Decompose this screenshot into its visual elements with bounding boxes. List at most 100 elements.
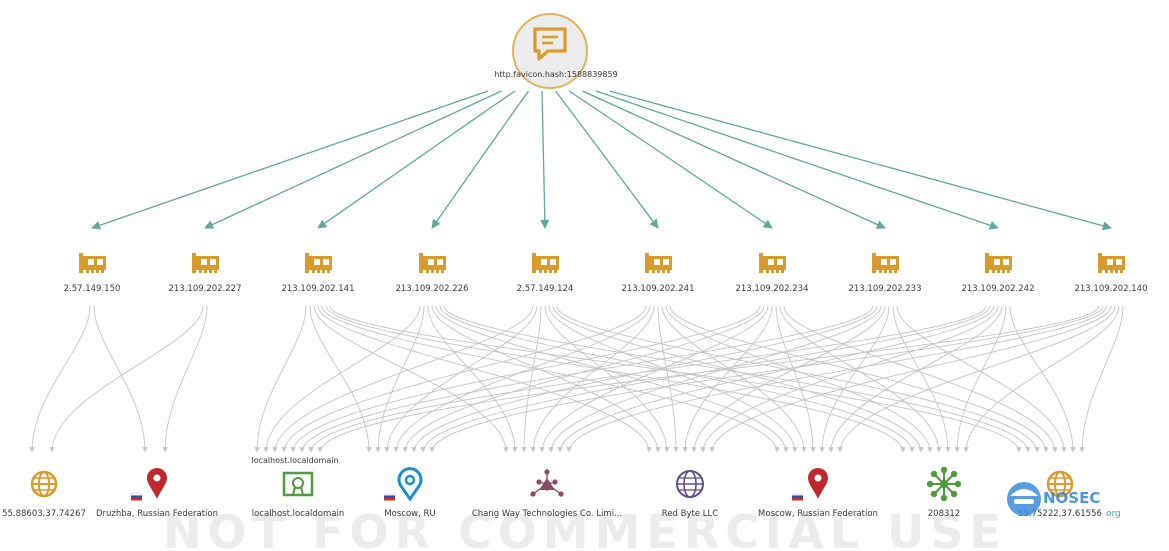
entity-edge bbox=[682, 305, 773, 453]
entity-edge bbox=[317, 305, 652, 453]
entity-edge bbox=[402, 305, 765, 453]
entity-edge bbox=[819, 305, 890, 453]
ip-node[interactable]: 213.109.202.226 bbox=[395, 253, 469, 294]
ip-label: 213.109.202.226 bbox=[395, 284, 468, 294]
entity-edge bbox=[691, 305, 886, 453]
entity-label: 55.75222,37.61556 bbox=[1018, 509, 1102, 519]
entity-edge bbox=[837, 305, 1116, 453]
ip-label: 213.109.202.140 bbox=[1074, 284, 1147, 294]
entity-node-layer: 55.88603,37.74267 Druzhba, Russian Federa… bbox=[2, 466, 1102, 519]
ip-node[interactable]: 213.109.202.241 bbox=[621, 253, 695, 294]
root-edge bbox=[317, 90, 516, 229]
hacker-hat-icon bbox=[1007, 482, 1041, 516]
entity-edge bbox=[530, 305, 655, 453]
root-label: http.favicon.hash:1588839859 bbox=[494, 70, 617, 79]
entity-edge bbox=[49, 305, 204, 453]
entity-edge bbox=[427, 305, 518, 453]
entity-node[interactable]: Moscow, RU bbox=[383, 467, 436, 519]
entity-edge bbox=[669, 305, 1049, 453]
entity-edge bbox=[700, 305, 999, 453]
ip-label: 2.57.149.124 bbox=[517, 284, 574, 294]
ip-node[interactable]: 213.109.202.234 bbox=[735, 253, 809, 294]
entity-edge bbox=[325, 305, 906, 453]
entity-label: 208312 bbox=[928, 509, 960, 519]
isp-globe-icon bbox=[676, 470, 704, 498]
entity-edge bbox=[963, 305, 1120, 453]
entity-node[interactable]: localhost.localdomain bbox=[252, 471, 345, 519]
ip-label: 213.109.202.233 bbox=[848, 284, 921, 294]
entity-edge bbox=[709, 305, 1112, 453]
network-card-icon bbox=[759, 253, 786, 273]
entity-edge bbox=[411, 305, 878, 453]
nosec-logo: NOSEC org bbox=[1007, 482, 1121, 519]
entity-edge bbox=[29, 305, 91, 453]
entity-edge bbox=[892, 305, 951, 453]
root-edge bbox=[91, 90, 489, 230]
ip-node[interactable]: 213.109.202.141 bbox=[281, 253, 355, 294]
ip-node[interactable]: 213.109.202.140 bbox=[1074, 253, 1148, 294]
logo-title: NOSEC bbox=[1043, 489, 1100, 507]
map-pin-icon bbox=[808, 468, 828, 499]
entity-label: Moscow, Russian Federation bbox=[758, 509, 878, 519]
entity-node[interactable]: Moscow, Russian Federation bbox=[758, 468, 878, 519]
entity-edge bbox=[779, 305, 942, 453]
speech-bubble-icon bbox=[533, 27, 567, 61]
entity-label: Chang Way Technologies Co. Limi... bbox=[472, 509, 622, 519]
asn-network-icon bbox=[926, 466, 962, 502]
root-edge bbox=[204, 90, 502, 229]
entity-node[interactable]: Chang Way Technologies Co. Limi... bbox=[472, 469, 622, 519]
ip-node[interactable]: 213.109.202.227 bbox=[168, 253, 242, 294]
network-card-icon bbox=[532, 253, 559, 273]
entity-edge bbox=[308, 305, 987, 453]
entity-edge bbox=[429, 305, 1104, 453]
map-pin-icon bbox=[147, 468, 167, 499]
ip-label: 213.109.202.242 bbox=[961, 284, 1034, 294]
entity-edge bbox=[329, 305, 1022, 453]
root-edge bbox=[540, 90, 550, 229]
root-edge bbox=[609, 90, 1112, 231]
entity-edge bbox=[566, 305, 1108, 453]
entity-node[interactable]: 208312 bbox=[926, 466, 962, 519]
ip-to-entity-edges bbox=[29, 305, 1124, 453]
entity-edge bbox=[254, 305, 307, 453]
entity-edge bbox=[657, 305, 679, 453]
entity-edge bbox=[954, 305, 1007, 453]
entity-node[interactable]: 55.75222,37.61556 bbox=[1018, 470, 1102, 519]
network-card-icon bbox=[419, 253, 446, 273]
entity-label: Druzhba, Russian Federation bbox=[96, 509, 218, 519]
entity-edge bbox=[272, 305, 534, 453]
entity-edge bbox=[162, 305, 208, 453]
entity-node[interactable]: Druzhba, Russian Federation bbox=[96, 468, 218, 519]
root-edge bbox=[595, 90, 999, 230]
ip-node[interactable]: 213.109.202.242 bbox=[961, 253, 1035, 294]
globe-icon bbox=[30, 470, 58, 498]
root-node[interactable]: http.favicon.hash:1588839859 bbox=[494, 13, 618, 89]
network-card-icon bbox=[1098, 253, 1125, 273]
ip-node[interactable]: 2.57.149.150 bbox=[64, 253, 121, 294]
globe-icon bbox=[1046, 470, 1074, 498]
entity-node[interactable]: Red Byte LLC bbox=[662, 470, 718, 519]
certificate-icon bbox=[282, 471, 314, 497]
entity-edge bbox=[309, 305, 372, 453]
entity-edge bbox=[557, 305, 995, 453]
entity-edge bbox=[828, 305, 1003, 453]
entity-node[interactable]: 55.88603,37.74267 bbox=[2, 470, 86, 519]
organization-icon bbox=[530, 469, 564, 497]
entity-label: 55.88603,37.74267 bbox=[2, 509, 86, 519]
ip-node[interactable]: 213.109.202.233 bbox=[848, 253, 922, 294]
entity-edge bbox=[544, 305, 670, 453]
entity-label: localhost.localdomain bbox=[252, 509, 345, 519]
network-card-icon bbox=[305, 253, 332, 273]
entity-edge bbox=[552, 305, 924, 453]
entity-edge bbox=[290, 305, 761, 453]
entity-edge bbox=[1079, 305, 1124, 453]
russia-flag-icon bbox=[130, 492, 143, 501]
network-card-icon bbox=[872, 253, 899, 273]
root-edge bbox=[582, 90, 886, 229]
floating-label: localhost.localdomain bbox=[251, 456, 338, 465]
entity-edge bbox=[375, 305, 425, 453]
ip-node[interactable]: 2.57.149.124 bbox=[517, 253, 574, 294]
watermark-text: NOT FOR COMMERCIAL USE bbox=[163, 505, 1007, 551]
location-p-icon bbox=[397, 467, 423, 502]
